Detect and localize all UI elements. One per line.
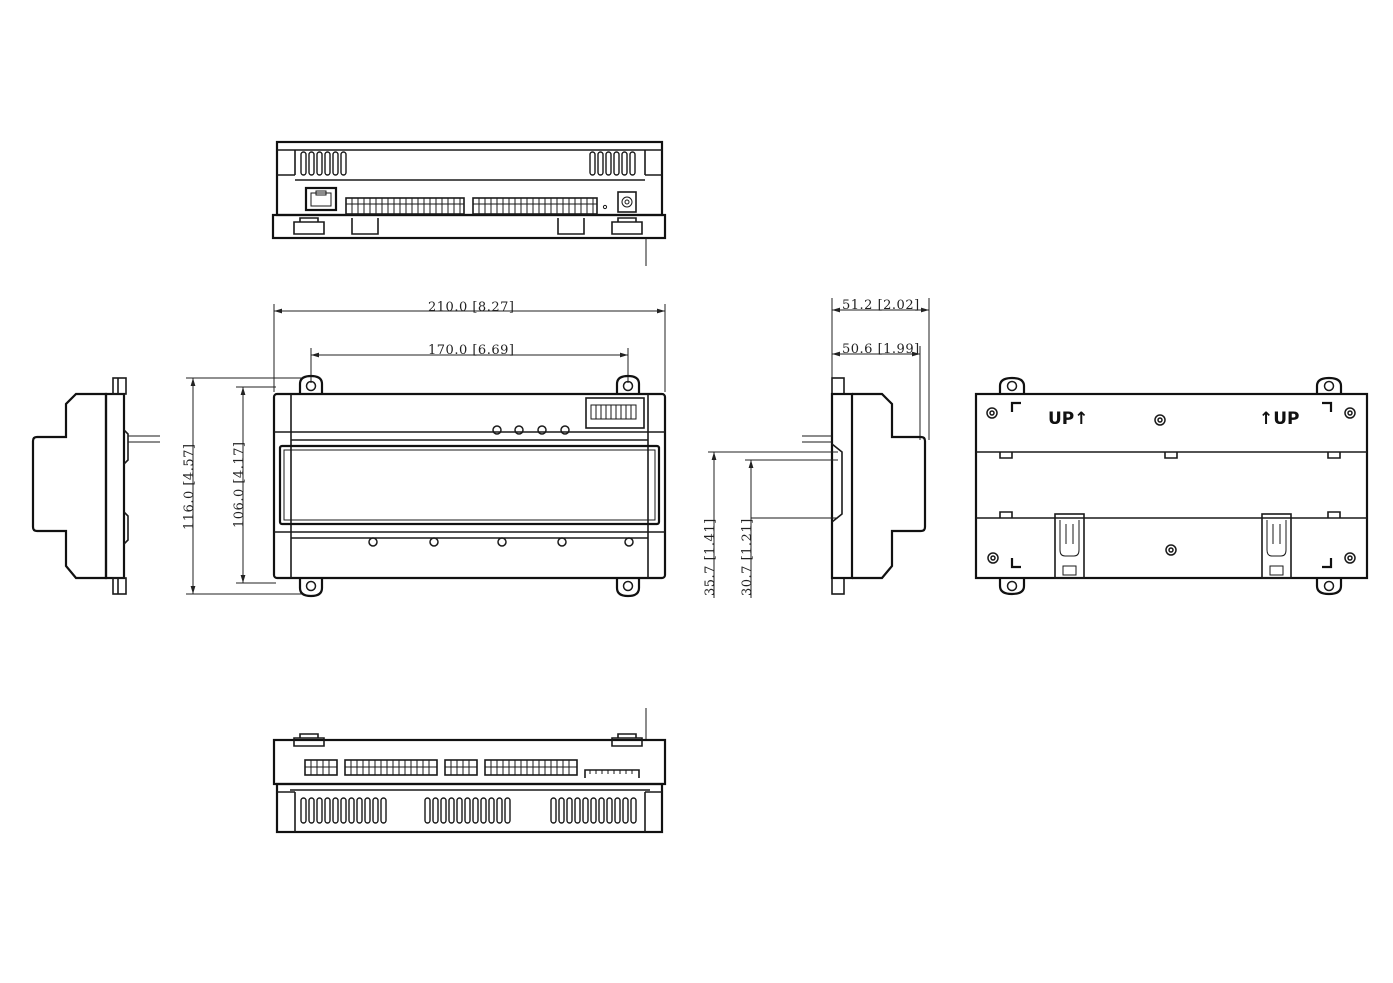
rail-offset-b-label: 30.7 [1.21] — [740, 518, 755, 596]
left-side-view — [31, 377, 160, 595]
rear-ear-top-left — [998, 376, 1026, 394]
rj45-port-icon — [304, 186, 338, 212]
rear-screw-holes — [986, 407, 1356, 564]
dip-switch-icon — [585, 397, 645, 429]
hole-spacing-label: 170.0 [6.69] — [428, 343, 514, 358]
din-clip-bottom-1 — [293, 733, 325, 747]
mount-ear-top-right — [615, 374, 641, 394]
din-clip-top-3 — [557, 218, 585, 235]
din-clip-top-4 — [611, 217, 643, 235]
mount-ear-top-left — [298, 374, 324, 394]
up-label-right: ↑UP — [1259, 409, 1300, 429]
rear-view: UP↑ ↑UP — [974, 376, 1369, 596]
rear-ear-top-right — [1315, 376, 1343, 394]
led-dot — [602, 204, 608, 210]
front-label-window — [278, 444, 661, 526]
din-clip-top-1 — [293, 217, 325, 235]
mount-ear-bottom-left — [298, 578, 324, 598]
corner-mark-bottom-left — [1010, 558, 1021, 569]
side-depth-body-label: 50.6 [1.99] — [842, 342, 920, 357]
rear-ear-bottom-left — [998, 578, 1026, 596]
rail-offset-a-label: 35.7 [1.41] — [703, 518, 718, 596]
vent-slots-top-right — [589, 151, 636, 176]
side-depth-total-label: 51.2 [2.02] — [842, 298, 920, 313]
body-height-label: 106.0 [4.17] — [232, 442, 247, 528]
vent-slots-bottom — [300, 797, 637, 824]
vent-slots-top-left — [300, 151, 347, 176]
terminal-block-top-2 — [472, 197, 598, 215]
right-side-view: 51.2 [2.02] 50.6 [1.99] 35.7 [1.41] 30.7… — [703, 298, 930, 598]
terminal-blocks-bottom — [304, 759, 640, 778]
front-view: 210.0 [8.27] 170.0 [6.69] 116.0 [4.57] 1… — [182, 300, 667, 598]
din-rail-clip-right — [1261, 513, 1292, 579]
top-view — [271, 140, 667, 266]
din-clip-top-2 — [351, 218, 379, 235]
rear-ear-bottom-right — [1315, 578, 1343, 596]
mount-ear-bottom-right — [615, 578, 641, 598]
bottom-leds — [368, 537, 634, 547]
corner-mark-top-left — [1010, 401, 1021, 412]
terminal-block-top-1 — [345, 197, 465, 215]
status-leds — [492, 425, 570, 435]
up-label-left: UP↑ — [1048, 409, 1089, 429]
din-clip-bottom-2 — [611, 733, 643, 747]
din-rail-clip-left — [1054, 513, 1085, 579]
overall-height-label: 116.0 [4.57] — [182, 444, 197, 530]
corner-mark-top-right — [1322, 401, 1333, 412]
corner-mark-bottom-right — [1322, 558, 1333, 569]
overall-width-label: 210.0 [8.27] — [428, 300, 514, 315]
power-jack-icon — [617, 191, 637, 213]
bottom-view — [272, 708, 667, 834]
